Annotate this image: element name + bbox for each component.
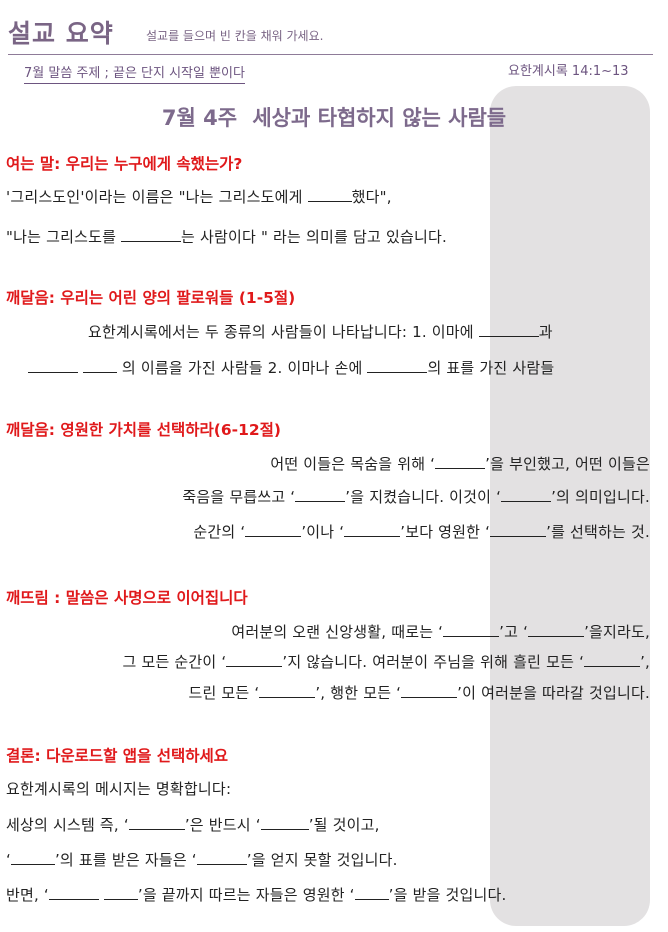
conclusion-line-2: 세상의 시스템 즉, ‘’은 반드시 ‘’될 것이고, xyxy=(6,816,380,834)
fill-blank[interactable] xyxy=(10,852,55,865)
fill-blank[interactable] xyxy=(128,817,185,830)
fill-blank[interactable] xyxy=(584,654,641,667)
fill-blank[interactable] xyxy=(490,524,547,537)
week-heading: 7월 4주 세상과 타협하지 않는 사람들 xyxy=(0,102,668,132)
fill-blank[interactable] xyxy=(260,817,309,830)
section2-heading: 깨달음: 영원한 가치를 선택하라(6-12절) xyxy=(6,421,281,439)
section3-line-3: 드린 모든 ‘’, 행한 모든 ‘’이 여러분을 따라갈 것입니다. xyxy=(188,684,650,702)
side-panel-background xyxy=(490,86,650,926)
fill-blank[interactable] xyxy=(528,624,585,637)
fill-blank[interactable] xyxy=(82,360,117,373)
conclusion-line-1: 요한계시록의 메시지는 명확합니다: xyxy=(6,780,232,798)
fill-blank[interactable] xyxy=(245,524,302,537)
fill-blank[interactable] xyxy=(435,456,486,469)
fill-blank[interactable] xyxy=(48,887,99,900)
monthly-theme: 7월 말씀 주제 ; 끝은 단지 시작일 뿐이다 xyxy=(24,62,245,84)
fill-blank[interactable] xyxy=(28,360,78,373)
fill-blank[interactable] xyxy=(443,624,500,637)
scripture-reference: 요한계시록 14:1~13 xyxy=(508,64,629,79)
fill-blank[interactable] xyxy=(121,229,182,242)
week-label: 7월 4주 xyxy=(161,106,238,130)
fill-blank[interactable] xyxy=(295,489,346,502)
fill-blank[interactable] xyxy=(259,685,316,698)
fill-blank[interactable] xyxy=(354,887,389,900)
section2-line-2: 죽음을 무릅쓰고 ‘’을 지켰습니다. 이것이 ‘’의 의미입니다. xyxy=(182,488,650,506)
fill-blank[interactable] xyxy=(344,524,401,537)
fill-blank[interactable] xyxy=(103,887,138,900)
fill-blank[interactable] xyxy=(226,654,283,667)
fill-blank[interactable] xyxy=(501,489,552,502)
conclusion-line-4: 반면, ‘ ’을 끝까지 따르는 자들은 영원한 ‘’을 받을 것입니다. xyxy=(6,886,507,904)
fill-blank[interactable] xyxy=(401,685,458,698)
header-divider xyxy=(8,54,653,55)
section2-line-3: 순간의 ‘’이나 ‘’보다 영원한 ‘’를 선택하는 것. xyxy=(193,523,650,541)
section3-line-1: 여러분의 오랜 신앙생활, 때로는 ‘’고 ‘’을지라도, xyxy=(231,623,650,641)
fill-blank[interactable] xyxy=(196,852,247,865)
section3-line-2: 그 모든 순간이 ‘’지 않습니다. 여러분이 주님을 위해 흘린 모든 ‘’, xyxy=(122,653,650,671)
section1-heading: 깨달음: 우리는 어린 양의 팔로워들 (1-5절) xyxy=(6,289,296,307)
section1-line-1: 요한계시록에서는 두 종류의 사람들이 나타납니다: 1. 이마에 과 xyxy=(88,323,553,341)
section3-heading: 깨뜨림 : 말씀은 사명으로 이어집니다 xyxy=(6,589,248,607)
intro-heading: 여는 말: 우리는 누구에게 속했는가? xyxy=(6,155,243,173)
fill-blank[interactable] xyxy=(307,189,352,202)
conclusion-line-3: ‘’의 표를 받은 자들은 ‘’을 얻지 못할 것입니다. xyxy=(6,851,398,869)
instruction-text: 설교를 들으며 빈 칸을 채워 가세요. xyxy=(146,29,324,43)
section1-line-2: 의 이름을 가진 사람들 2. 이마나 손에 의 표를 가진 사람들 xyxy=(28,357,554,378)
page-title: 설교 요약 xyxy=(8,19,114,48)
fill-blank[interactable] xyxy=(478,324,539,337)
sermon-title: 세상과 타협하지 않는 사람들 xyxy=(252,106,507,130)
intro-line-2: "나는 그리스도를 는 사람이다 " 라는 의미를 담고 있습니다. xyxy=(6,228,447,246)
fill-blank[interactable] xyxy=(367,360,428,373)
conclusion-heading: 결론: 다운로드할 앱을 선택하세요 xyxy=(6,747,229,765)
section2-line-1: 어떤 이들은 목숨을 위해 ‘’을 부인했고, 어떤 이들은 xyxy=(270,455,650,473)
intro-line-1: '그리스도인'이라는 이름은 "나는 그리스도에게 했다", xyxy=(6,188,392,206)
